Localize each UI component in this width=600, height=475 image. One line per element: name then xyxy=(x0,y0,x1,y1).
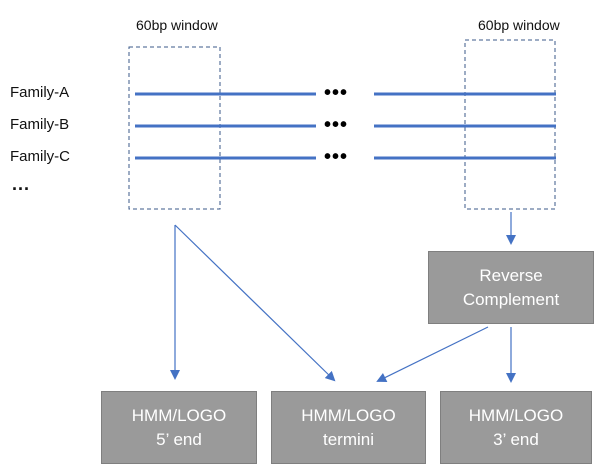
hmm-logo-termini-line2: termini xyxy=(322,429,374,449)
gap-marker-b: ••• xyxy=(324,114,349,136)
family-a-label: Family-A xyxy=(10,84,70,101)
arrow-left-window-to-termini xyxy=(174,224,336,382)
more-families-ellipsis: ... xyxy=(12,174,31,194)
gap-marker-a: ••• xyxy=(324,82,349,104)
family-c-label: Family-C xyxy=(10,148,70,165)
right-window-label: 60bp window xyxy=(478,17,560,33)
hmm-logo-3prime-line2: 3’ end xyxy=(493,429,539,449)
left-window-label: 60bp window xyxy=(136,17,218,33)
reverse-complement-box: Reverse Complement xyxy=(428,251,594,324)
hmm-logo-termini-line1: HMM/LOGO xyxy=(301,405,396,425)
reverse-complement-line2: Complement xyxy=(462,289,560,309)
hmm-logo-5prime-line1: HMM/LOGO xyxy=(131,405,227,425)
gap-marker-c: ••• xyxy=(324,146,349,168)
left-window-box xyxy=(128,46,221,210)
hmm-logo-termini-box: HMM/LOGO termini xyxy=(271,391,426,464)
hmm-logo-3prime-box: HMM/LOGO 3’ end xyxy=(440,391,592,464)
hmm-logo-3prime-line1: HMM/LOGO xyxy=(468,405,564,425)
family-b-label: Family-B xyxy=(10,116,70,133)
reverse-complement-line1: Reverse xyxy=(479,265,543,285)
hmm-logo-5prime-box: HMM/LOGO 5’ end xyxy=(101,391,257,464)
right-window-box xyxy=(464,39,556,210)
arrow-reverse-to-termini xyxy=(376,326,489,382)
hmm-logo-5prime-line2: 5’ end xyxy=(156,429,202,449)
